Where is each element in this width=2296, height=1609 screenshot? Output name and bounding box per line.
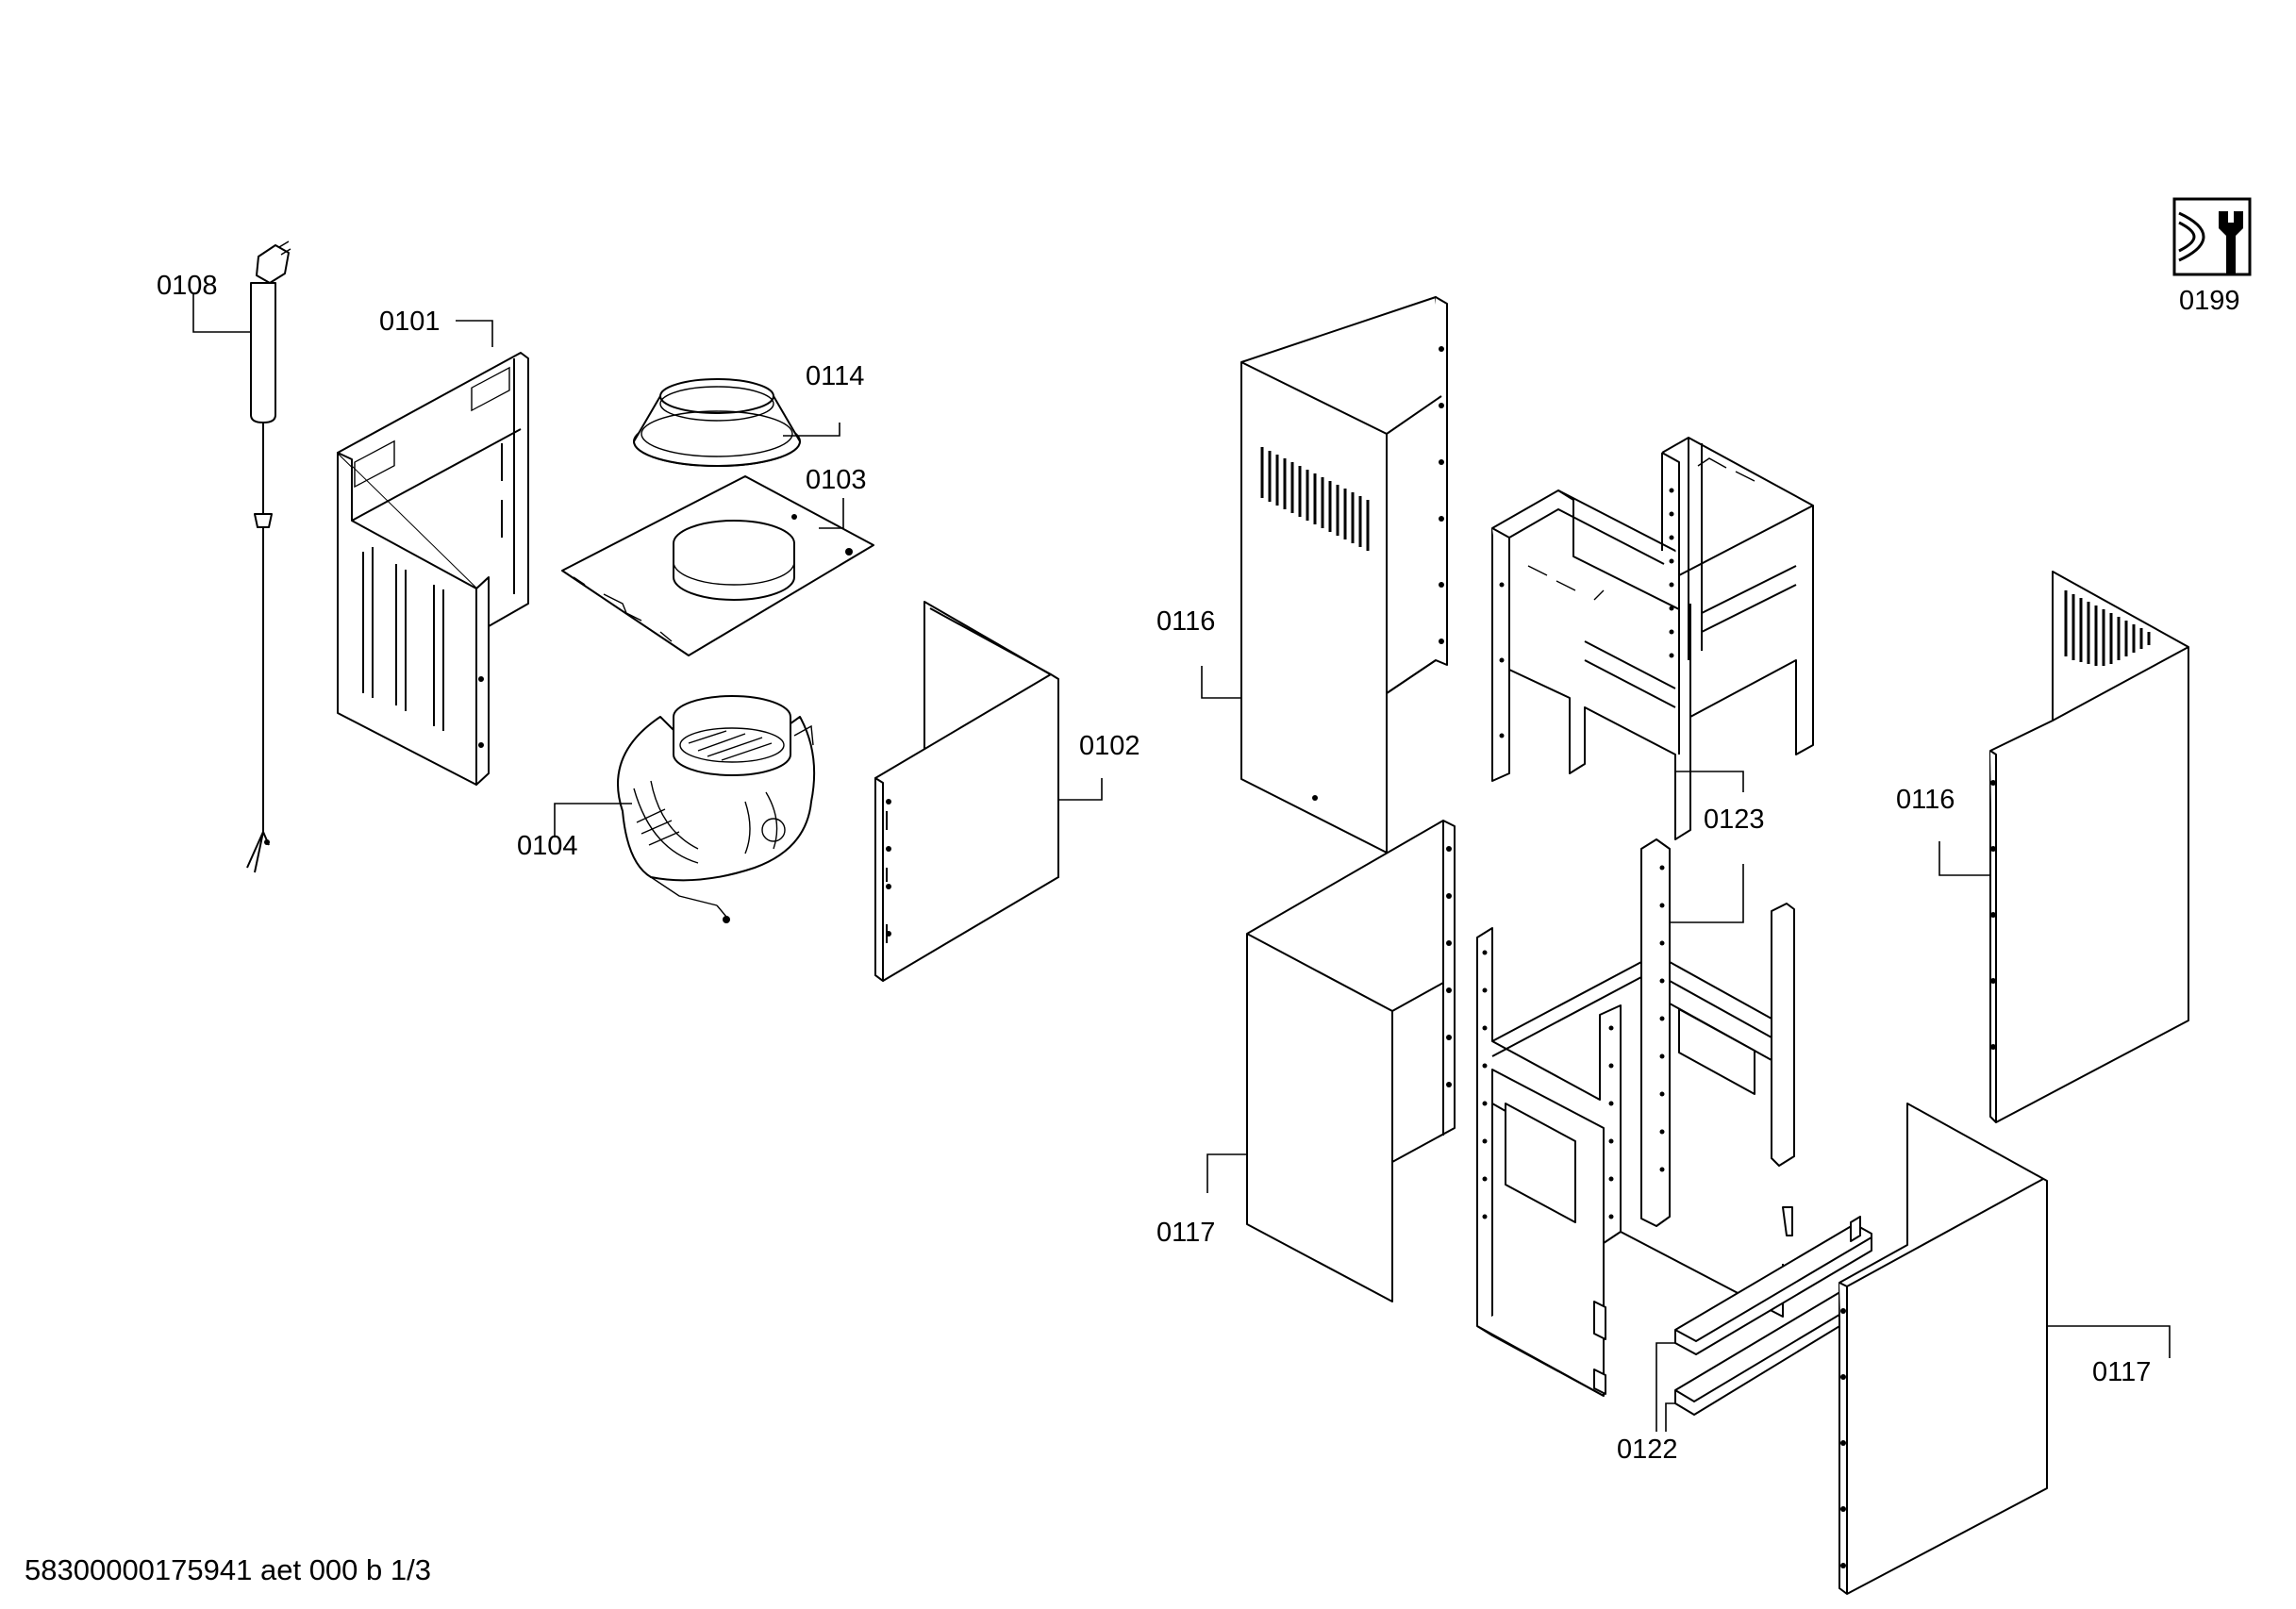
service-wrench-icon [2172,197,2252,276]
part-0101-housing-back [337,352,529,786]
drawing-reference-footer: 58300000175941 aet 000 b 1/3 [25,1553,431,1586]
part-0116-left-duct-cover [1240,296,1448,854]
leader-lines [192,294,2171,1432]
part-0116-right-duct-cover [1989,571,2189,1123]
label-0122: 0122 [1617,1435,1678,1465]
label-0123: 0123 [1704,804,1765,835]
part-0108-power-cable [246,241,291,873]
label-0103: 0103 [806,465,867,495]
part-0114-flange-ring [633,378,801,467]
part-0104-blower-motor [617,695,816,923]
vent-slots-left [1260,447,1370,551]
label-0117-right: 0117 [2092,1357,2151,1387]
part-0102-front-panel [874,601,1059,982]
vent-slots-right [2064,590,2151,666]
label-0116-right: 0116 [1896,785,1955,815]
label-0104: 0104 [517,831,578,861]
label-0101: 0101 [379,307,441,337]
label-0108: 0108 [157,271,218,301]
label-0117-left: 0117 [1156,1218,1215,1248]
part-0123-upper-frame [1491,437,1814,840]
label-0199: 0199 [2179,286,2240,316]
label-0102: 0102 [1079,731,1140,761]
part-0117-left-lower-cover [1246,820,1456,1302]
part-0122-rails [1674,1216,1872,1416]
part-0103-mounting-plate [561,475,874,656]
label-0114: 0114 [806,361,864,391]
part-labels: 0108 0101 0114 0103 0104 0102 0116 0123 … [157,271,2240,1465]
part-0123-lower-frame [1476,838,1795,1397]
label-0116-left: 0116 [1156,606,1215,637]
part-0117-right-lower-cover [1838,1103,2048,1595]
